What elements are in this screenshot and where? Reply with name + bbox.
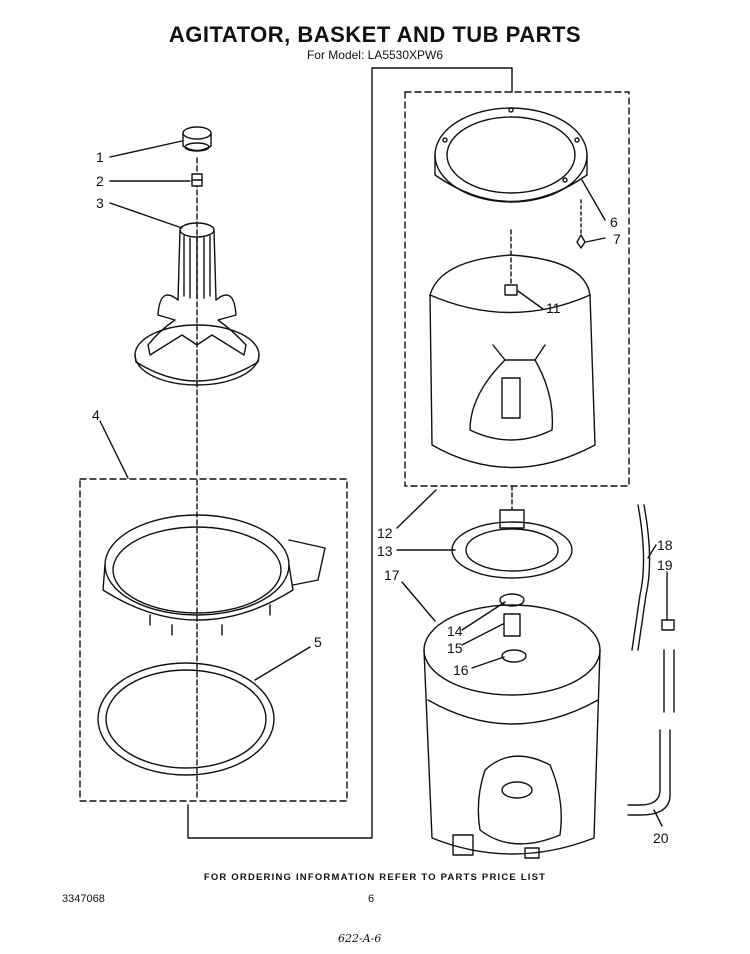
balance-ring-screw-part xyxy=(576,199,586,249)
drive-plate-part xyxy=(451,485,573,579)
callout-1: 1 xyxy=(96,149,104,165)
callout-7: 7 xyxy=(613,231,621,247)
balance-ring-part xyxy=(434,107,588,203)
basket-group-box xyxy=(404,91,630,487)
tub-seal-parts xyxy=(499,593,527,663)
drain-hose-parts xyxy=(627,504,675,816)
tub-gasket-part xyxy=(97,662,275,776)
callout-17: 17 xyxy=(384,567,400,583)
callout-12: 12 xyxy=(377,525,393,541)
outer-tub-part xyxy=(423,604,601,859)
tub-ring-part xyxy=(102,514,326,636)
callout-2: 2 xyxy=(96,173,104,189)
agitator-cap-part xyxy=(182,126,212,152)
agitator-part xyxy=(134,222,260,386)
model-subtitle: For Model: LA5530XPW6 xyxy=(306,48,444,62)
callout-20: 20 xyxy=(653,830,669,846)
document-number: 3347068 xyxy=(62,893,105,905)
ordering-note: FOR ORDERING INFORMATION REFER TO PARTS … xyxy=(203,872,547,883)
callout-leaders xyxy=(99,140,668,827)
page-title: AGITATOR, BASKET AND TUB PARTS xyxy=(168,22,582,47)
handwritten-code: 622-A-6 xyxy=(338,932,382,945)
assembly-connector-line xyxy=(187,67,513,839)
basket-part xyxy=(429,229,596,469)
page-number: 6 xyxy=(368,893,375,905)
callout-4: 4 xyxy=(92,407,100,423)
callout-6: 6 xyxy=(610,214,618,230)
callout-14: 14 xyxy=(447,623,463,639)
agitator-fastener-part xyxy=(191,173,203,187)
callout-15: 15 xyxy=(447,640,463,656)
callout-3: 3 xyxy=(96,195,104,211)
tub-ring-group-box xyxy=(79,478,348,802)
callout-5: 5 xyxy=(314,634,322,650)
callout-16: 16 xyxy=(453,662,469,678)
callout-19: 19 xyxy=(657,557,673,573)
callout-13: 13 xyxy=(377,543,393,559)
callout-11: 11 xyxy=(546,300,561,316)
callout-18: 18 xyxy=(657,537,673,553)
